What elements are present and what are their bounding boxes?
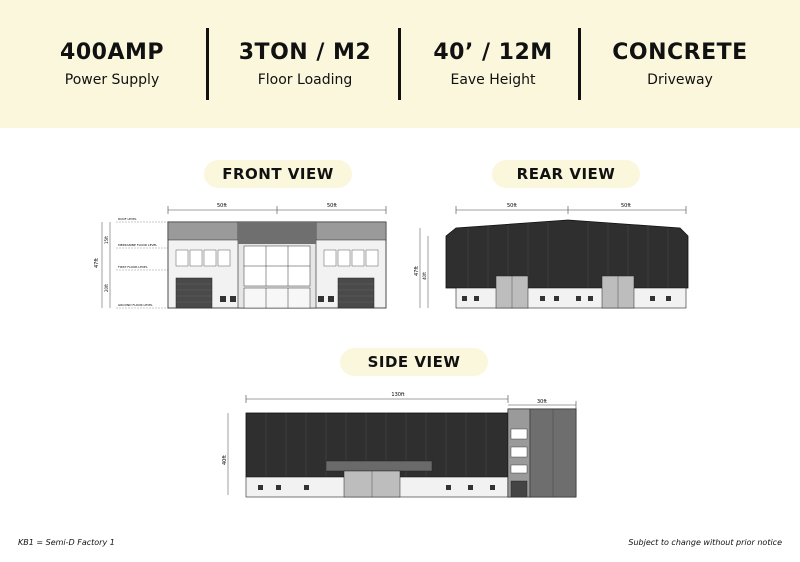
front-height-upper: 15ft	[104, 236, 109, 244]
rear-height-total: 47ft	[414, 266, 420, 276]
side-view-title: SIDE VIEW	[340, 348, 488, 376]
front-dim-left: 50ft	[217, 203, 227, 209]
footer-disclaimer: Subject to change without prior notice	[628, 538, 782, 547]
side-dim-main: 130ft	[391, 392, 404, 398]
spec-value: 40’ / 12M	[433, 40, 553, 65]
front-level-label: GROUND FLOOR LEVEL	[118, 303, 153, 307]
rear-view-title: REAR VIEW	[492, 160, 640, 188]
side-view-drawing: 130ft 30ft 40ft	[222, 392, 577, 498]
front-view-drawing: 50ft 50ft ROOF LEVEL MEZZANINE FLOOR LEV…	[94, 203, 387, 309]
spec-divider	[578, 28, 581, 100]
rear-view-drawing: 50ft 50ft 47ft 40ft	[414, 203, 689, 309]
rear-height-inner: 40ft	[422, 272, 427, 280]
spec-value: 3TON / M2	[238, 40, 372, 65]
spec-value: 400AMP	[60, 40, 164, 65]
front-dim-right: 50ft	[327, 203, 337, 209]
spec-divider	[398, 28, 401, 100]
spec-power-supply: 400AMP Power Supply	[12, 0, 212, 128]
spec-label: Eave Height	[450, 72, 536, 88]
side-height: 40ft	[222, 455, 228, 465]
spec-floor-loading: 3TON / M2 Floor Loading	[205, 0, 405, 128]
spec-divider	[206, 28, 209, 100]
front-level-label: FIRST FLOOR LEVEL	[118, 265, 148, 269]
rear-dim-left: 50ft	[507, 203, 517, 209]
front-height-total: 47ft	[94, 258, 100, 268]
footer-legend: KB1 = Semi-D Factory 1	[18, 538, 115, 547]
spec-label: Driveway	[647, 72, 713, 88]
spec-label: Floor Loading	[257, 72, 353, 88]
spec-label: Power Supply	[64, 72, 160, 88]
front-level-label: ROOF LEVEL	[118, 217, 137, 221]
front-height-lower: 20ft	[104, 284, 109, 292]
side-dim-office: 30ft	[537, 399, 547, 405]
rear-dim-right: 50ft	[621, 203, 631, 209]
front-level-label: MEZZANINE FLOOR LEVEL	[118, 243, 157, 247]
spec-driveway: CONCRETE Driveway	[580, 0, 780, 128]
spec-value: CONCRETE	[612, 40, 748, 65]
spec-eave-height: 40’ / 12M Eave Height	[393, 0, 593, 128]
front-view-title: FRONT VIEW	[204, 160, 352, 188]
